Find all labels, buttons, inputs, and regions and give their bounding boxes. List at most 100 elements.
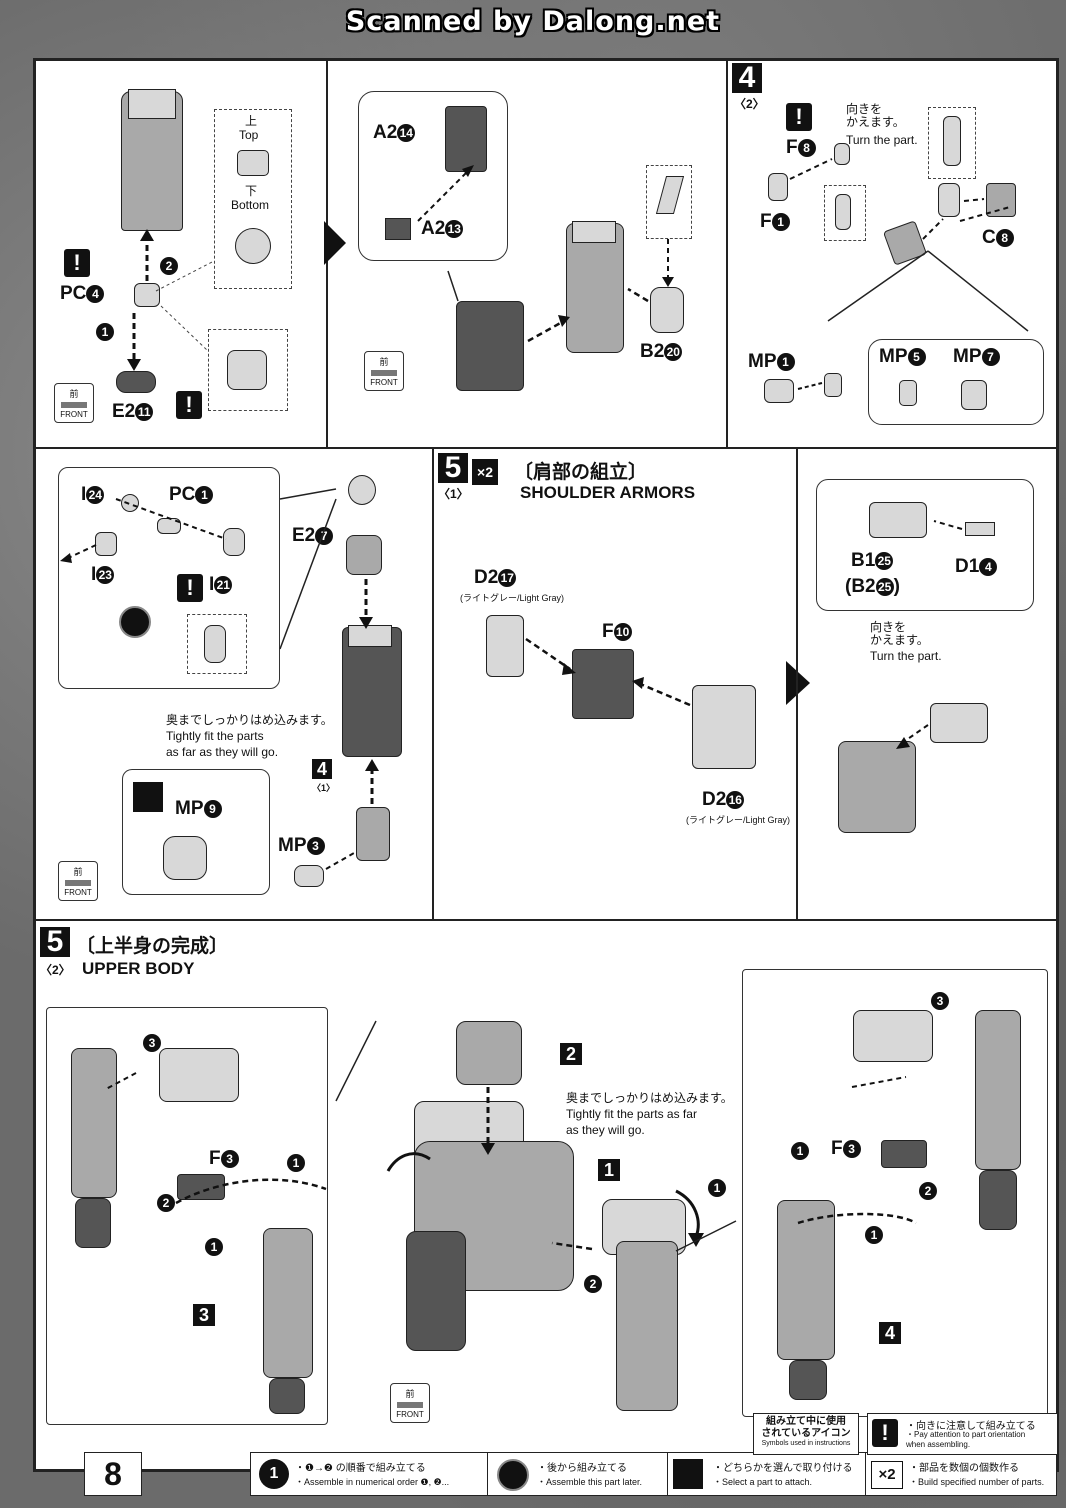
legend-title-ja: 組み立て中に使用 されているアイコン <box>761 1416 851 1439</box>
bottom-label-ja: 下 <box>245 184 258 198</box>
d2-16-part <box>692 685 756 769</box>
legend-choose-ja: ・どちらかを選んで取り付ける <box>713 1463 853 1474</box>
fit-note-en-1: Tightly fit the parts as far <box>566 1107 697 1121</box>
step-sub: 〈1〉 <box>438 487 469 501</box>
a2-13-part <box>385 218 411 240</box>
f-detail-part <box>835 194 851 230</box>
order-1-icon: 1 <box>708 1179 726 1197</box>
mp7-part <box>961 380 987 410</box>
warning-icon: ! <box>177 574 203 602</box>
front-indicator: 前 FRONT <box>58 861 98 901</box>
warning-icon: ! <box>872 1419 898 1447</box>
shoulder-armor-assembly <box>838 741 916 833</box>
e2-11-num: 11 <box>135 402 154 421</box>
a2-13-code: A2 <box>421 218 446 239</box>
turn-note-ja: 向きを かえます。 <box>870 620 929 647</box>
step-sub: 〈2〉 <box>734 97 765 111</box>
wrist-part <box>356 807 390 861</box>
f3-left-num: 3 <box>220 1149 239 1168</box>
front-ja: 前 <box>379 357 389 367</box>
top-label-en: Top <box>239 128 259 142</box>
left-hand <box>269 1378 305 1414</box>
mp5-code: MP <box>879 346 908 367</box>
warning-icon: ! <box>64 249 90 277</box>
pc4-num: 4 <box>86 284 105 303</box>
right-shoulder-armor-detail <box>853 1010 933 1062</box>
legend-title: 組み立て中に使用 されているアイコン Symbols used in instr… <box>753 1413 859 1455</box>
legend-warn-en: ・Pay attention to part orientation when … <box>906 1430 1026 1449</box>
d1-code: D1 <box>955 556 980 577</box>
legend-mult-en: ・Build specified number of parts. <box>909 1477 1045 1487</box>
turn-note-en: Turn the part. <box>846 133 918 147</box>
b2-20-code: B2 <box>640 341 665 362</box>
i24-num: 24 <box>86 485 105 504</box>
order-1-icon: 1 <box>287 1154 305 1172</box>
a2-14-num: 14 <box>397 123 416 142</box>
elbow-joint-part <box>348 475 376 505</box>
b2-close: ) <box>893 576 900 597</box>
legend-warn-ja: ・向きに注意して組み立てる <box>906 1421 1036 1432</box>
i24-part <box>121 494 139 512</box>
front-en: FRONT <box>396 1410 424 1419</box>
a2-14-code: A2 <box>373 122 398 143</box>
i21-part <box>223 528 245 556</box>
bottom-label-en: Bottom <box>231 198 270 212</box>
warning-icon: ! <box>176 391 202 419</box>
legend-order-item: 1 ・❶→❷ の順番で組み立てる ・Assemble in numerical … <box>251 1453 488 1495</box>
mp1-part <box>764 379 794 403</box>
f8-num: 8 <box>797 138 816 157</box>
mp9-hand-part <box>163 836 207 880</box>
f8-part <box>834 143 850 165</box>
mp1-code: MP <box>748 351 777 372</box>
f8-code: F <box>786 137 798 158</box>
mp9-num: 9 <box>203 799 222 818</box>
step-title-ja: 〔肩部の組立〕 <box>514 462 648 483</box>
forearm-top <box>348 625 392 647</box>
pc-detail-part <box>227 350 267 390</box>
front-ja: 前 <box>73 867 83 877</box>
f3-left-code: F <box>209 1148 221 1169</box>
right-hand <box>789 1360 827 1400</box>
legend-title-en: Symbols used in instructions <box>761 1440 851 1447</box>
legend-mult-item: ×2 ・部品を数個の個数作る ・Build specified number o… <box>865 1453 1055 1495</box>
front-en: FRONT <box>64 888 92 897</box>
f10-code: F <box>602 621 614 642</box>
assemble-later-icon <box>119 606 151 638</box>
turn-note-en: Turn the part. <box>870 649 942 663</box>
left-forearm <box>263 1228 313 1378</box>
pc1-code: PC <box>169 484 196 505</box>
i23-num: 23 <box>96 565 115 584</box>
front-ja: 前 <box>405 1389 415 1399</box>
legend-later-ja: ・後から組み立てる <box>537 1463 627 1474</box>
legend-choose-item: ・どちらかを選んで取り付ける ・Select a part to attach. <box>667 1453 866 1495</box>
c8-num: 8 <box>995 228 1014 247</box>
step-sub: 〈2〉 <box>40 963 71 977</box>
scan-watermark: Scanned by Dalong.net <box>345 6 721 37</box>
upper-arm-assembly <box>566 223 624 353</box>
step-title-ja: 〔上半身の完成〕 <box>76 936 229 957</box>
mp7-num: 7 <box>981 347 1000 366</box>
a2-13-num: 13 <box>445 219 464 238</box>
legend-mult-ja: ・部品を数個の個数作る <box>909 1463 1019 1474</box>
c8-part <box>986 183 1016 217</box>
fit-note-en-2: as far as they will go. <box>166 745 279 759</box>
arrows-layer <box>105 1020 917 1252</box>
e27-code: E2 <box>292 525 316 546</box>
order-3-icon: 3 <box>931 992 949 1010</box>
a2-shell-part <box>456 301 524 391</box>
